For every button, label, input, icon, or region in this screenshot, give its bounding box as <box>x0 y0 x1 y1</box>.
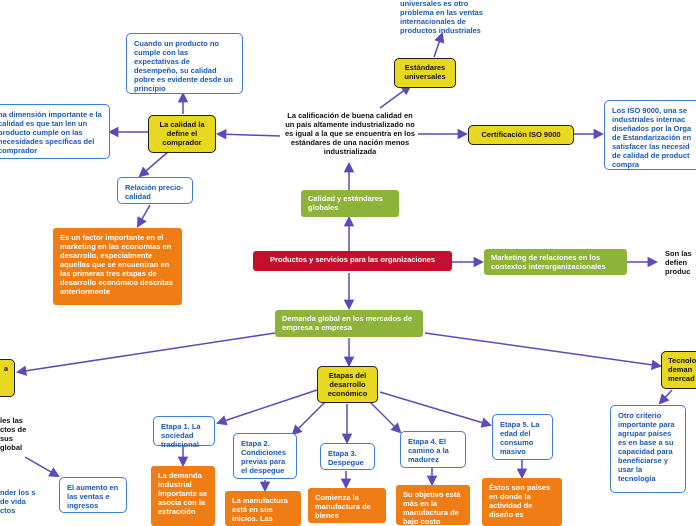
link-demanda-left <box>15 332 276 376</box>
node-etapa-2-desc[interactable]: La manufactura está en sus inicios. Las <box>225 491 301 526</box>
node-son-las[interactable]: Son las defien produc <box>665 249 692 276</box>
node-tecnologia-demanda[interactable]: Tecnolo deman mercad <box>661 351 696 389</box>
node-certificacion-iso[interactable]: Certificación ISO 9000 <box>468 125 574 145</box>
node-etapa-4-desc[interactable]: Su objetivo está más en la manufactura d… <box>396 485 470 526</box>
node-left-text-2[interactable]: nder los s de vida ctos <box>0 488 36 515</box>
node-etapa-5[interactable]: Etapa 5. La edad del consumo masivo <box>492 414 553 460</box>
node-etapa-3-desc[interactable]: Comienza la manufactura de bienes <box>308 488 386 523</box>
node-demanda-global[interactable]: Demanda global en los mercados de empres… <box>275 310 423 337</box>
link-calificacion-comprador <box>215 129 281 140</box>
node-calidad-comprador[interactable]: La calidad la define el comprador <box>148 115 216 153</box>
link-etapas-4 <box>369 401 402 434</box>
node-etapa-1[interactable]: Etapa 1. La sociedad tradicional <box>153 416 215 449</box>
node-etapa-5-desc[interactable]: Éstos son países en donde la actividad d… <box>482 478 562 526</box>
node-etapas-desarrollo[interactable]: Etapas del desarrollo económico <box>317 366 378 403</box>
node-etapa-1-desc[interactable]: La demanda industrial importante se asoc… <box>151 466 215 526</box>
node-left-text-1[interactable]: les las ctos de sus global <box>0 416 27 452</box>
node-dimension-importante[interactable]: na dimensión importante e la calidad es … <box>0 104 110 159</box>
node-relacion-precio[interactable]: Relación precio-calidad <box>117 177 193 204</box>
node-estandares-universales-desc[interactable]: universales es otro problema en las vent… <box>400 0 483 35</box>
link-relacion-factor <box>136 204 151 228</box>
link-etapas-1 <box>216 389 318 426</box>
link-estandares-desc <box>433 32 445 58</box>
link-etapas-5 <box>379 391 493 428</box>
link-calificacion-estandares <box>379 84 412 109</box>
central-topic[interactable]: Productos y servicios para las organizac… <box>253 251 452 271</box>
node-etapa-2[interactable]: Etapa 2. Condiciones previas para el des… <box>233 433 297 479</box>
link-tecnologia-criterio <box>658 389 673 405</box>
node-iso-desc[interactable]: Los ISO 9000, una se industriales intern… <box>604 100 696 170</box>
link-demanda-tecnologia <box>424 332 663 371</box>
node-calificacion-calidad[interactable]: La calificación de buena calidad en un p… <box>284 111 416 156</box>
node-aumento-ventas[interactable]: El aumento en las ventas e ingresos <box>59 477 127 513</box>
link-etapas-2 <box>291 401 326 436</box>
node-estandares-universales[interactable]: Estándares universales <box>394 58 456 88</box>
link-lefttext-aumento <box>24 456 60 478</box>
node-etapa-4[interactable]: Etapa 4. El camino a la madurez <box>400 431 466 468</box>
node-left-yellow[interactable]: a <box>0 359 15 397</box>
node-calidad-estandares[interactable]: Calidad y estándares globales <box>301 190 399 217</box>
link-comprador-relacion <box>138 151 169 178</box>
node-calidad-comprador-desc[interactable]: Cuando un producto no cumple con las exp… <box>126 33 243 94</box>
node-marketing-relaciones[interactable]: Marketing de relaciones en los contextos… <box>484 249 627 275</box>
node-otro-criterio[interactable]: Otro criterio importante para agrupar pa… <box>610 405 686 493</box>
node-etapa-3[interactable]: Etapa 3. Despegue <box>320 443 375 470</box>
node-factor-importante[interactable]: Es un factor importante en el marketing … <box>53 228 182 305</box>
